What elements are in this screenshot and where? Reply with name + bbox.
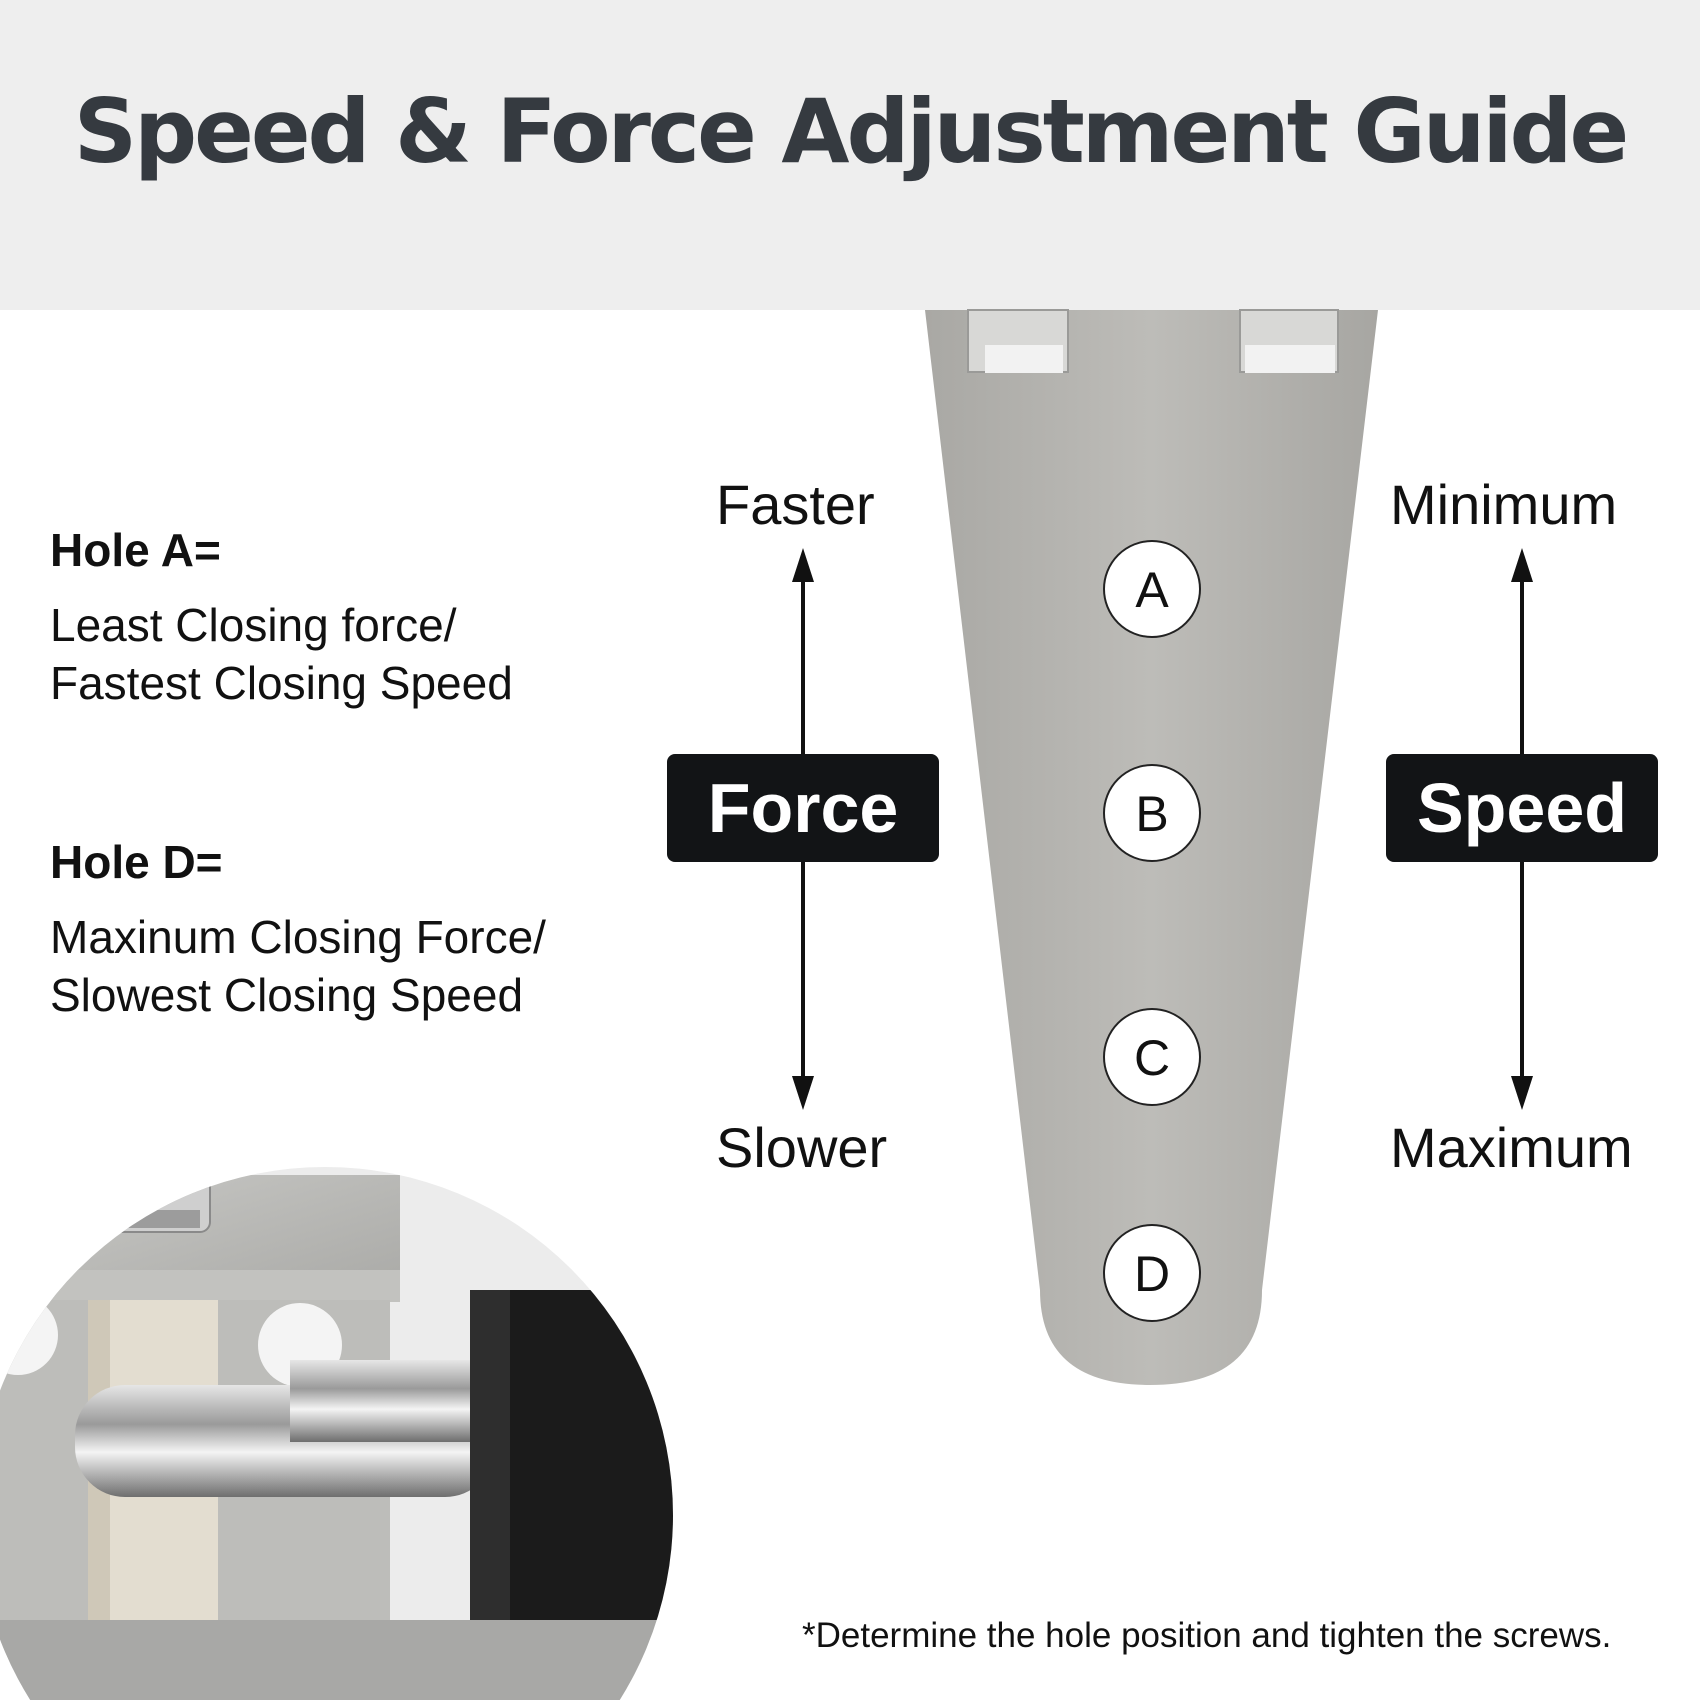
hole-label-a: A [1135, 562, 1169, 618]
hole-a-line-1: Least Closing force/ [50, 599, 457, 651]
hole-a-title: Hole A= [50, 524, 221, 576]
force-top-label: Faster [716, 473, 875, 536]
hole-a-line-2: Fastest Closing Speed [50, 657, 513, 709]
hole-marker-c: C [1103, 1008, 1201, 1106]
footnote: *Determine the hole position and tighten… [802, 1616, 1612, 1655]
hole-label-b: B [1135, 786, 1168, 842]
hole-label-c: C [1134, 1030, 1170, 1086]
header-banner [0, 0, 1700, 310]
closeup-inset [0, 1167, 673, 1700]
hole-marker-b: B [1103, 764, 1201, 862]
speed-bottom-label: Maximum [1390, 1116, 1633, 1179]
force-bottom-label: Slower [716, 1116, 888, 1179]
speed-top-label: Minimum [1390, 473, 1618, 536]
page-title: Speed & Force Adjustment Guide [73, 80, 1629, 183]
hole-d-title: Hole D= [50, 836, 223, 888]
hole-d-description: Maxinum Closing Force/ Slowest Closing S… [50, 908, 546, 1024]
speed-label-box: Speed [1386, 754, 1658, 862]
hole-label-d: D [1134, 1246, 1170, 1302]
hole-a-description: Least Closing force/ Fastest Closing Spe… [50, 596, 513, 712]
hole-marker-d: D [1103, 1224, 1201, 1322]
hole-d-line-2: Slowest Closing Speed [50, 969, 524, 1021]
force-label-box: Force [667, 754, 939, 862]
hole-marker-a: A [1103, 540, 1201, 638]
hole-d-line-1: Maxinum Closing Force/ [50, 911, 546, 963]
